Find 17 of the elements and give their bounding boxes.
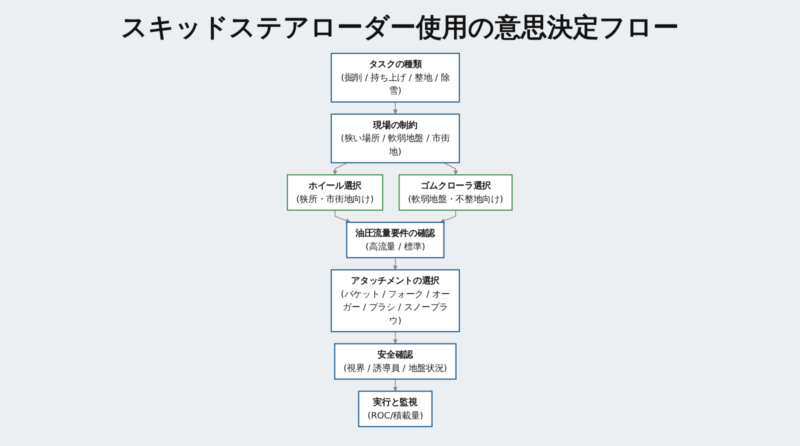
- node-box: 油圧流量要件の確認 (高流量 / 標準): [346, 222, 445, 258]
- node-box: 安全確認 (視界 / 誘導員 / 地盤状況): [334, 343, 457, 380]
- diagram-title: スキッドステアローダー使用の意思決定フロー: [120, 12, 680, 45]
- node-box: タスクの種類 (掘削 / 持ち上げ / 整地 / 除雪): [331, 52, 460, 103]
- node-box: ゴムクローラ選択 (軟弱地盤・不整地向け): [398, 174, 513, 211]
- arrow: [332, 162, 348, 176]
- node-box: ホイール選択 (狭所・市街地向け): [287, 174, 384, 211]
- node-box: 実行と監視 (ROC/積載量): [358, 390, 433, 428]
- arrow: [440, 210, 456, 223]
- arrow: [334, 210, 351, 223]
- node-box: 現場の制約 (狭い場所 / 軟弱地盤 / 市街地): [331, 114, 460, 164]
- node-box: アタッチメントの選択 (バケット / フォーク / オーガー / ブラシ / スノープラウ): [331, 269, 460, 332]
- arrow: [393, 257, 398, 270]
- arrow: [393, 331, 398, 344]
- arrow: [393, 102, 398, 114]
- arrow: [443, 162, 458, 176]
- arrow: [393, 378, 398, 392]
